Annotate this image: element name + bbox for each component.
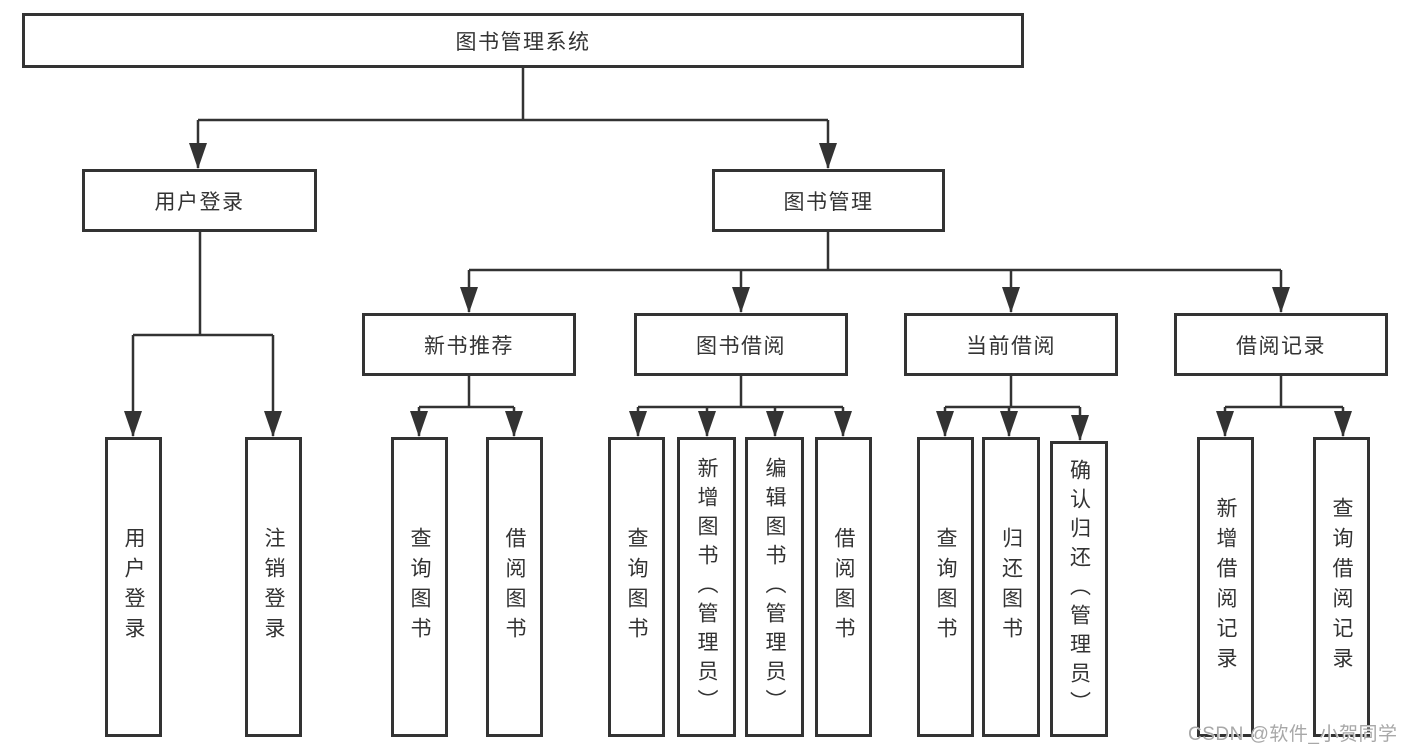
node-label: 借阅图书 (503, 527, 526, 647)
leaf-bb-query-books: 查询图书 (608, 437, 665, 737)
arrowheads (124, 143, 1352, 441)
leaf-cb-return-books: 归还图书 (982, 437, 1040, 737)
leaf-br-query-record: 查询借阅记录 (1313, 437, 1370, 737)
node-borrow-records: 借阅记录 (1174, 313, 1388, 376)
leaf-nbr-borrow-books: 借阅图书 (486, 437, 543, 737)
node-label: 查询图书 (625, 527, 648, 647)
node-label: 借阅图书 (832, 527, 855, 647)
leaf-user-login: 用户登录 (105, 437, 162, 737)
leaf-bb-borrow-books: 借阅图书 (815, 437, 872, 737)
node-label: 图书管理系统 (455, 30, 591, 54)
leaf-bb-edit-books-admin: 编辑图书（管理员） (745, 437, 804, 737)
node-label: 当前借阅 (966, 334, 1056, 358)
node-root: 图书管理系统 (22, 13, 1024, 68)
node-label: 确认归还（管理员） (1067, 458, 1091, 720)
node-label: 编辑图书（管理员） (763, 456, 786, 718)
node-book-borrow: 图书借阅 (634, 313, 848, 376)
node-label: 归还图书 (999, 527, 1023, 647)
leaf-cb-query-books: 查询图书 (917, 437, 974, 737)
node-label: 借阅记录 (1236, 334, 1326, 358)
node-current-borrow: 当前借阅 (904, 313, 1118, 376)
node-label: 用户登录 (122, 527, 145, 647)
node-label: 新增借阅记录 (1214, 497, 1237, 677)
leaf-bb-add-books-admin: 新增图书（管理员） (677, 437, 736, 737)
node-user-login: 用户登录 (82, 169, 317, 232)
node-label: 查询借阅记录 (1330, 497, 1353, 677)
node-label: 注销登录 (262, 527, 285, 647)
node-label: 用户登录 (154, 190, 245, 214)
node-label: 查询图书 (934, 527, 957, 647)
node-label: 查询图书 (408, 527, 431, 647)
leaf-nbr-query-books: 查询图书 (391, 437, 448, 737)
node-label: 新书推荐 (424, 334, 514, 358)
node-label: 图书借阅 (696, 334, 786, 358)
leaf-logout: 注销登录 (245, 437, 302, 737)
leaf-br-add-record: 新增借阅记录 (1197, 437, 1254, 737)
leaf-cb-confirm-return-admin: 确认归还（管理员） (1050, 441, 1108, 737)
node-book-management: 图书管理 (712, 169, 945, 232)
node-new-book-recommend: 新书推荐 (362, 313, 576, 376)
node-label: 新增图书（管理员） (695, 456, 718, 718)
node-label: 图书管理 (783, 190, 874, 214)
watermark-text: CSDN @软件_小贺同学 (1188, 724, 1398, 745)
